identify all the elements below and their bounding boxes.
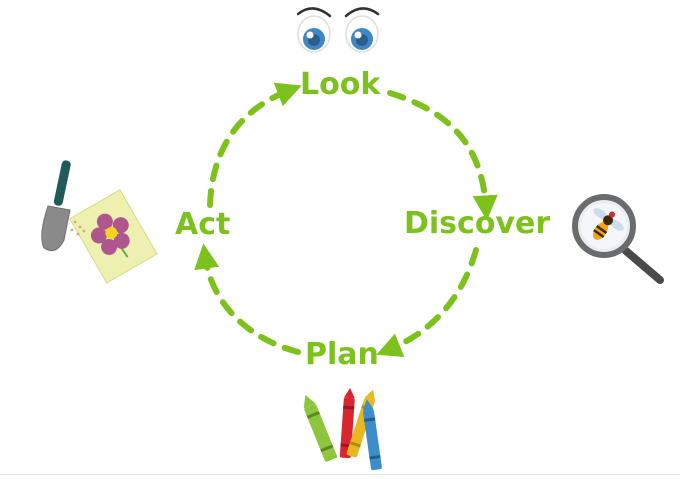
bottom-divider [0, 474, 680, 475]
arrow-discover-to-plan [376, 247, 479, 357]
arrow-act-to-look [207, 82, 302, 208]
magnifying-glass-bee-icon [572, 194, 664, 284]
step-plan-label: Plan [305, 337, 379, 372]
step-look-label: Look [300, 67, 381, 102]
step-discover-label: Discover [404, 206, 551, 241]
eyes-icon [296, 7, 380, 53]
step-act-label: Act [175, 207, 231, 242]
arrow-look-to-discover [387, 90, 498, 221]
arrow-plan-to-act [194, 243, 301, 355]
crayons-icon [303, 388, 382, 471]
trowel-seed-packet-icon [41, 160, 158, 284]
